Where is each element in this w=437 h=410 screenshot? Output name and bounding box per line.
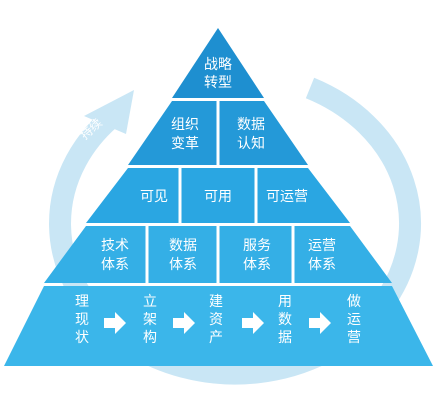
tier-third-item-3: 可运营 (266, 189, 308, 205)
arrow-right-icon (242, 312, 264, 334)
base-step-5: 做 运 营 (347, 294, 361, 346)
base-step-5-char-1: 做 (347, 294, 361, 310)
tier-base: 理 现 状 立 架 构 建 资 产 用 数 据 做 运 营 (4, 286, 433, 366)
tier-fourth-item-4-line-2: 体系 (308, 257, 336, 273)
tier-top-line-2: 转型 (204, 75, 232, 91)
tier-top-line-1: 战略 (204, 57, 232, 73)
base-step-1: 理 现 状 (75, 294, 89, 346)
tier-fourth: 技术 体系 数据 体系 服务 体系 运营 体系 (44, 226, 392, 283)
tier-second-right-line-2: 认知 (237, 135, 265, 152)
base-step-4-char-3: 据 (278, 330, 292, 346)
cycle-arc-path (49, 77, 422, 385)
arrow-right-icon (173, 312, 195, 334)
tier-second-left-line-2: 变革 (171, 136, 199, 152)
base-step-1-char-3: 状 (75, 330, 89, 346)
tier-fourth-item-4-line-1: 运营 (308, 238, 336, 254)
base-step-2: 立 架 构 (143, 294, 157, 346)
base-step-3-char-3: 产 (209, 330, 223, 346)
base-step-3-char-2: 资 (209, 312, 223, 328)
tier-third: 可见 可用 可运营 (86, 168, 350, 223)
base-step-3: 建 资 产 (209, 294, 223, 346)
tier-fourth-item-2-line-1: 数据 (169, 238, 197, 254)
tier-fourth-item-3-line-2: 体系 (243, 257, 271, 273)
tier-fourth-item-1-line-1: 技术 (101, 238, 129, 254)
base-step-4-char-2: 数 (278, 312, 292, 328)
base-step-4-char-1: 用 (278, 294, 292, 310)
tier-top: 战略 转型 (172, 28, 264, 98)
tier-fourth-item-3-line-1: 服务 (243, 238, 271, 254)
tier-third-shape (86, 168, 350, 223)
tier-third-item-2: 可用 (204, 189, 232, 205)
base-step-2-char-2: 架 (143, 312, 157, 328)
arrow-right-icon (309, 312, 331, 334)
tier-base-shape (4, 286, 433, 366)
tier-second-right-line-1: 数据 (237, 117, 265, 133)
tier-top-shape (172, 28, 264, 98)
base-step-5-char-2: 运 (347, 312, 361, 328)
tier-fourth-item-2-line-2: 体系 (169, 257, 197, 273)
arrow-right-icon (104, 312, 126, 334)
base-step-3-char-1: 建 (209, 294, 223, 310)
cycle-arrow-head (84, 90, 134, 134)
base-step-4: 用 数 据 (278, 294, 292, 346)
base-step-2-char-1: 立 (143, 294, 157, 310)
tier-second-left-line-1: 组织 (171, 117, 199, 133)
base-step-5-char-3: 营 (347, 330, 361, 346)
base-step-1-char-2: 现 (75, 312, 89, 328)
tier-third-item-1: 可见 (140, 189, 168, 205)
base-step-2-char-3: 构 (143, 330, 157, 346)
tier-second: 组织 变革 数据 认知 (128, 101, 308, 165)
tier-fourth-item-1-line-2: 体系 (101, 257, 129, 273)
base-step-1-char-1: 理 (75, 294, 89, 310)
